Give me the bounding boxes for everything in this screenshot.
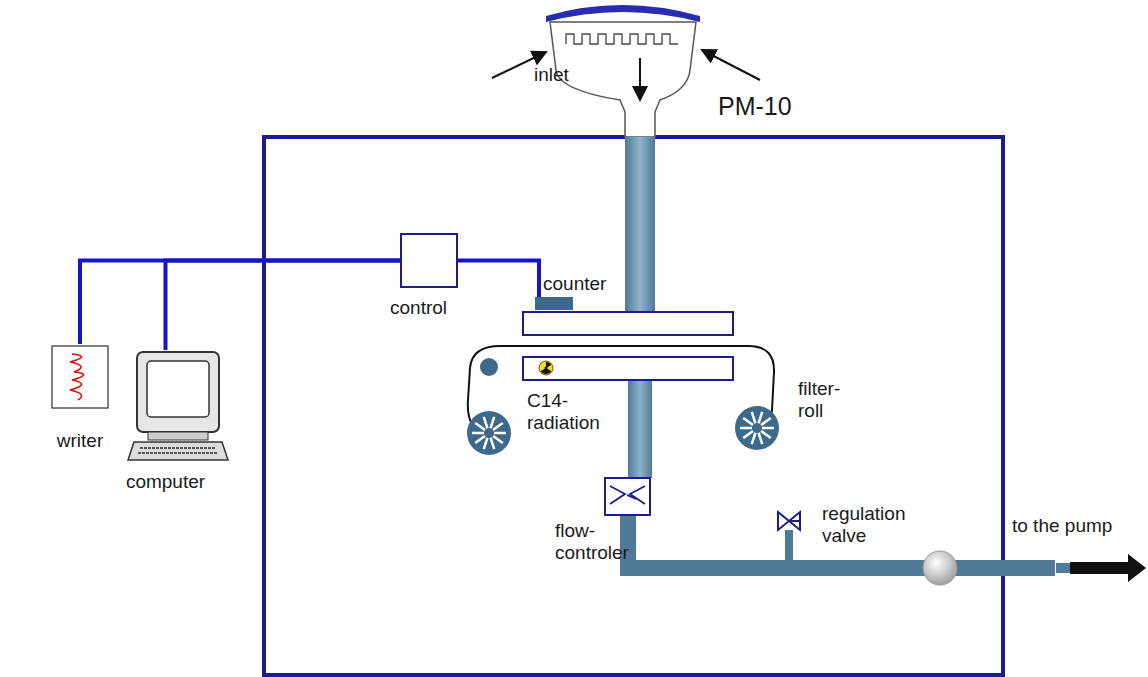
signal-wire (166, 261, 401, 351)
radiation-symbol (539, 361, 553, 375)
node-label: computer (126, 471, 205, 493)
impactor (566, 34, 678, 44)
keyboard-keys (138, 448, 218, 453)
writer-node: writer (45, 344, 115, 452)
counter-box: counter (535, 297, 573, 310)
pump-outlet (1056, 563, 1072, 573)
node-label: control (390, 297, 447, 319)
filter-reels (467, 406, 779, 455)
node-label: writer (57, 430, 103, 452)
part-label: inlet (534, 64, 569, 86)
source-plate (523, 357, 733, 380)
inlet-arrow (702, 50, 760, 80)
part-label: to the pump (1012, 515, 1112, 537)
valve-stem (789, 520, 800, 522)
pipe (625, 137, 655, 312)
pipe (628, 380, 652, 478)
regulation-valve (778, 512, 800, 530)
part-label: filter- roll (798, 378, 868, 422)
tape-roller (480, 358, 498, 376)
inlet-head (550, 22, 696, 137)
part-label: regulation valve (822, 503, 922, 547)
pump-arrow (1070, 554, 1146, 582)
computer-keyboard (128, 442, 228, 460)
writer-icon (52, 346, 108, 408)
signal-wire (80, 261, 400, 345)
signal-wire (458, 261, 539, 298)
inlet-dome (546, 5, 700, 22)
computer-base (148, 432, 208, 440)
control-box: control (400, 233, 458, 288)
node-label: counter (543, 273, 606, 295)
computer-monitor (137, 352, 219, 432)
computer-node: computer (113, 350, 218, 493)
pump-fitting (923, 551, 957, 585)
flow-arrow (639, 58, 641, 100)
pipe (620, 560, 1055, 576)
flow-controller-symbol (610, 486, 645, 504)
housing (264, 137, 1003, 675)
part-label: flow- controler (555, 520, 650, 564)
pipe (785, 530, 793, 562)
filter-tape (468, 346, 774, 432)
part-label: PM-10 (718, 92, 792, 121)
detector-plate (523, 312, 733, 335)
part-label: C14- radiation (527, 390, 622, 434)
writer-trace (70, 354, 84, 400)
computer-screen (147, 361, 209, 417)
flow-controller (605, 478, 650, 515)
